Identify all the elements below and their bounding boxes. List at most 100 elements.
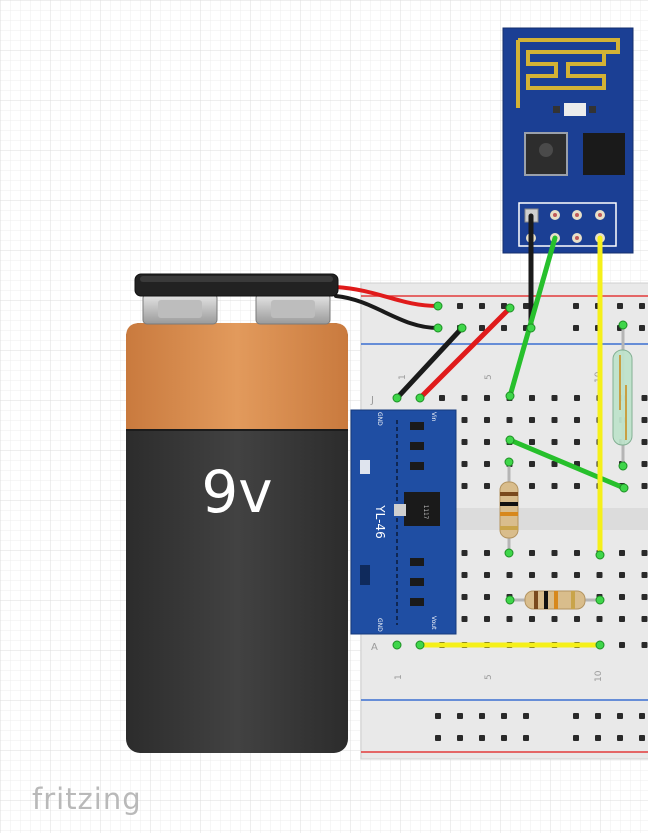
battery-lead-black <box>334 294 440 330</box>
breadboard-hole <box>461 483 468 489</box>
breadboard-hole <box>484 439 490 445</box>
breadboard-hole <box>639 735 645 741</box>
col-label-bottom-10: 10 <box>594 670 604 682</box>
pin-gnd-bottom: GND <box>376 618 383 632</box>
breadboard-hole <box>484 395 490 401</box>
row-label-a: A <box>371 642 378 653</box>
breadboard-hole <box>457 303 463 309</box>
breadboard-hole <box>479 713 485 719</box>
breadboard-hole <box>617 713 623 719</box>
breadboard-hole <box>619 642 625 648</box>
breadboard-hole <box>523 735 529 741</box>
breadboard-hole <box>639 325 645 331</box>
flash-chip <box>583 133 625 175</box>
breadboard-hole <box>529 417 535 423</box>
breadboard-hole <box>641 550 648 556</box>
row-label-j: J <box>370 395 374 406</box>
wire-black-rail-to-gnd <box>394 325 465 401</box>
pin-gnd-top: GND <box>376 412 383 426</box>
breadboard-hole <box>551 417 558 423</box>
breadboard-hole <box>619 572 625 578</box>
col-label-bottom-1: 1 <box>394 674 404 680</box>
breadboard-hole <box>641 572 648 578</box>
breadboard-hole <box>523 303 529 309</box>
breadboard-hole <box>461 616 468 622</box>
breadboard-hole <box>596 572 603 578</box>
wire-green-esp <box>507 235 558 399</box>
breadboard-hole <box>639 713 645 719</box>
breadboard-hole <box>551 616 558 622</box>
breadboard-hole <box>551 572 558 578</box>
breadboard-hole <box>619 616 625 622</box>
breadboard-hole <box>529 572 535 578</box>
breadboard-hole <box>461 439 468 445</box>
breadboard-hole <box>573 735 579 741</box>
reed-switch <box>612 325 633 466</box>
breadboard-hole <box>529 395 535 401</box>
breadboard-hole <box>457 713 463 719</box>
breadboard-hole <box>574 417 580 423</box>
breadboard-hole <box>529 550 535 556</box>
breadboard-hole <box>574 616 580 622</box>
breadboard-hole <box>461 461 468 467</box>
breadboard-hole <box>484 461 490 467</box>
breadboard-hole <box>574 572 580 578</box>
breadboard-hole <box>506 616 513 622</box>
breadboard-hole <box>641 642 648 648</box>
breadboard-hole <box>479 325 485 331</box>
regulator-name: YL-46 <box>373 504 387 538</box>
battery-label: 9v <box>201 458 272 526</box>
wire-endpoints <box>392 301 629 650</box>
breadboard-hole <box>484 594 490 600</box>
breadboard-hole <box>595 713 601 719</box>
battery-9v: 9v <box>126 273 348 753</box>
wire-green-diagonal <box>507 437 627 491</box>
breadboard-hole <box>617 303 623 309</box>
breadboard-hole <box>461 395 468 401</box>
breadboard-hole <box>461 572 468 578</box>
breadboard-hole <box>484 483 490 489</box>
breadboard-hole <box>479 735 485 741</box>
breadboard-hole <box>619 594 625 600</box>
breadboard-hole <box>641 483 648 489</box>
pin-vin: Vin <box>430 412 437 422</box>
breadboard-hole <box>573 325 579 331</box>
breadboard-hole <box>551 550 558 556</box>
breadboard-hole <box>501 325 507 331</box>
breadboard-hole <box>484 616 490 622</box>
breadboard-hole <box>484 550 490 556</box>
col-label-top-1: 1 <box>398 374 408 380</box>
breadboard-hole <box>574 483 580 489</box>
wire-red-rail-to-vin <box>417 305 513 401</box>
breadboard-hole <box>501 303 507 309</box>
breadboard-hole <box>639 303 645 309</box>
breadboard-hole <box>551 461 558 467</box>
breadboard-hole <box>641 439 648 445</box>
breadboard-hole <box>551 483 558 489</box>
breadboard-hole <box>529 483 535 489</box>
breadboard-hole <box>439 395 445 401</box>
breadboard-hole <box>529 616 535 622</box>
breadboard-hole <box>641 594 648 600</box>
breadboard-hole <box>529 439 535 445</box>
breadboard-hole <box>595 735 601 741</box>
breadboard-hole <box>641 616 648 622</box>
fritzing-logo: fritzing <box>32 782 142 816</box>
voltage-regulator-yl46: 1117 YL-46 GND Vin GND Vout <box>350 409 457 635</box>
antenna-trace <box>518 38 620 90</box>
resistor-vertical <box>499 462 519 553</box>
esp01-module <box>502 27 634 254</box>
breadboard-hole <box>501 713 507 719</box>
breadboard-hole <box>501 735 507 741</box>
breadboard-hole <box>529 461 535 467</box>
breadboard-hole <box>435 713 441 719</box>
breadboard-hole <box>457 735 463 741</box>
battery-lead-red <box>334 285 440 308</box>
breadboard-hole <box>461 550 468 556</box>
breadboard-hole <box>574 439 580 445</box>
breadboard-hole <box>461 594 468 600</box>
breadboard-hole <box>573 303 579 309</box>
breadboard-hole <box>641 461 648 467</box>
breadboard-hole <box>484 572 490 578</box>
breadboard-hole <box>574 395 580 401</box>
